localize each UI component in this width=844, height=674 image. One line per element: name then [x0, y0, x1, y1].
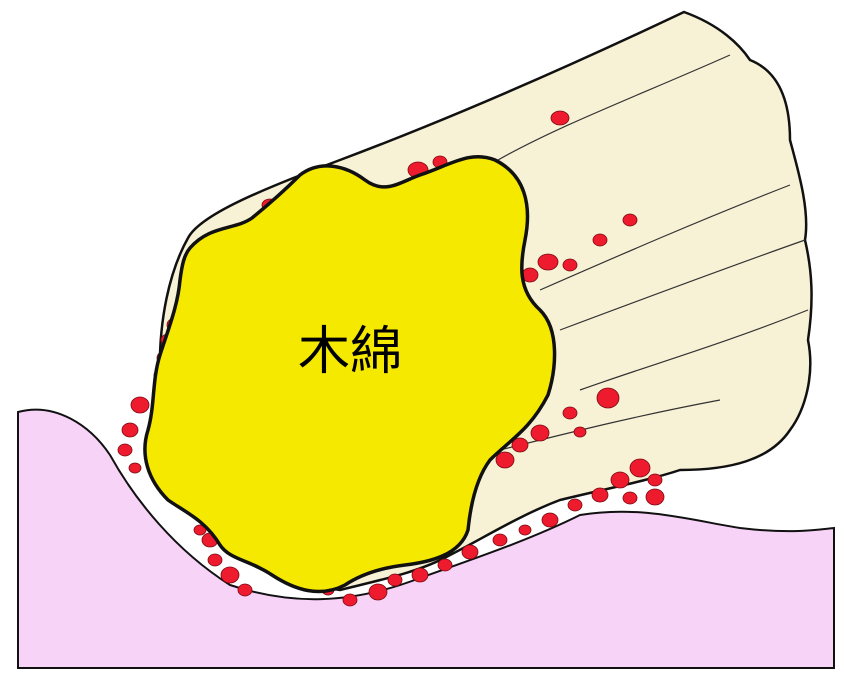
particle: [592, 233, 608, 247]
particle: [237, 583, 253, 597]
particle: [629, 458, 651, 478]
particle: [411, 567, 429, 583]
particle: [645, 488, 665, 506]
particle: [591, 487, 609, 503]
particle: [220, 566, 240, 584]
particle: [207, 553, 223, 567]
particle: [622, 491, 638, 505]
particle: [193, 524, 207, 536]
particle: [537, 253, 559, 271]
particle: [550, 110, 570, 126]
particle: [437, 558, 453, 572]
particle: [461, 544, 479, 560]
particle: [121, 422, 139, 438]
particle: [511, 437, 529, 453]
particle: [128, 462, 142, 474]
particle: [610, 471, 630, 489]
particle: [530, 424, 550, 442]
particle: [492, 533, 508, 547]
particle: [596, 387, 620, 409]
particle: [541, 512, 559, 528]
particle: [130, 396, 150, 414]
particle: [342, 593, 358, 607]
particle: [368, 583, 388, 601]
particle: [647, 473, 663, 487]
cross-section: [143, 155, 557, 594]
particle: [117, 443, 133, 457]
particle: [622, 213, 638, 227]
particle: [562, 258, 578, 272]
particle: [518, 524, 532, 536]
particle: [387, 573, 403, 587]
particle: [495, 451, 515, 469]
cotton-label: 木綿: [297, 322, 402, 382]
particle: [562, 406, 578, 420]
fiber-ridges: [497, 54, 809, 451]
particle: [567, 498, 583, 512]
particle: [573, 426, 587, 438]
